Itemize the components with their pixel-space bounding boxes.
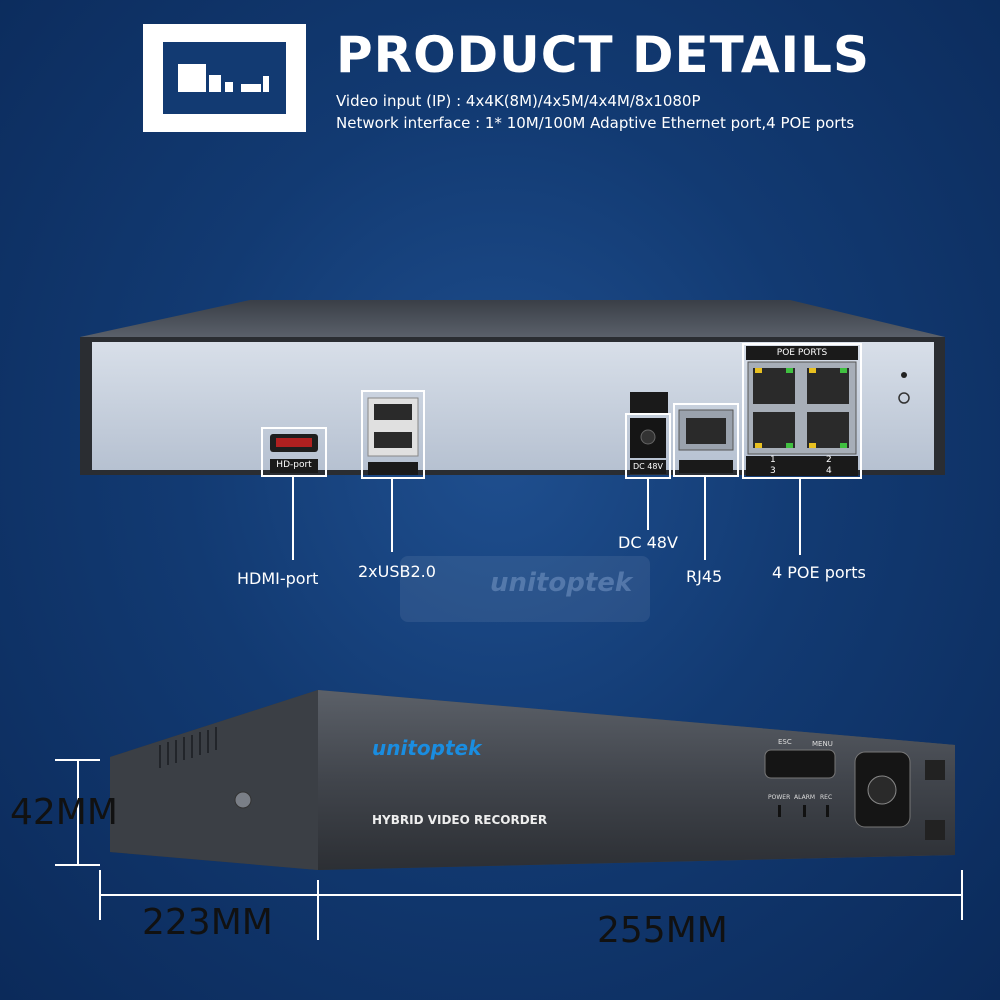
front-unit [110,690,955,870]
callout-poe: 4 POE ports [772,563,866,582]
header-logo-box [143,24,306,132]
spec-network-interface: Network interface : 1* 10M/100M Adaptive… [336,114,855,132]
callout-hdmi: HDMI-port [237,569,319,588]
watermark-text: unitoptek [490,568,633,598]
alarm-led-label: ALARM [794,794,816,801]
page-title: PRODUCT DETAILS [336,26,871,84]
dimension-height: 42MM [10,792,118,833]
callout-dc: DC 48V [618,533,678,552]
callout-usb: 2xUSB2.0 [358,562,436,581]
rear-unit [80,300,945,479]
hdmi-tag: HD-port [276,460,312,470]
poe-number-1: 1 [770,455,776,465]
poe-number-2: 2 [826,455,832,465]
menu-button-label: MENU [812,740,833,748]
poe-number-3: 3 [770,466,776,476]
esc-button-label: ESC [778,738,792,746]
dimension-lines [55,759,963,940]
brand-logo: unitoptek [372,736,482,760]
poe-header: POE PORTS [776,348,828,358]
spec-video-input: Video input (IP) : 4x4K(8M)/4x5M/4x4M/8x… [336,92,701,110]
dimension-depth: 223MM [142,902,273,943]
rec-led-label: REC [820,794,833,801]
model-label: HYBRID VIDEO RECORDER [372,813,548,827]
callout-rj45: RJ45 [686,567,723,586]
product-icon [163,42,286,114]
watermark-logo [400,556,650,622]
callout-lines [292,476,801,560]
poe-number-4: 4 [826,466,832,476]
power-led-label: POWER [768,794,791,801]
dimension-width: 255MM [597,910,728,951]
dc-tag: DC 48V [633,462,663,471]
